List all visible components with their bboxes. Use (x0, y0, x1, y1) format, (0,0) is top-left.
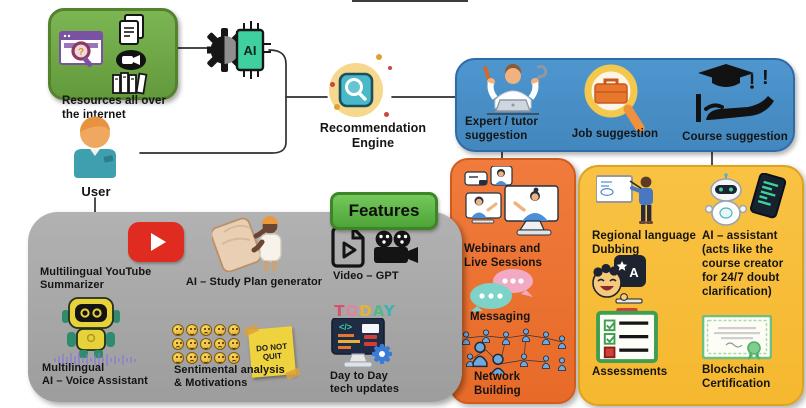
ai-assistant-label: AI – assistant (acts like the course cre… (702, 230, 784, 299)
tech-updates-label: Day to Day tech updates (330, 370, 400, 396)
emoji-face-icon (214, 352, 226, 364)
assessments-label: Assessments (592, 366, 668, 378)
emoji-face-icon (186, 352, 198, 364)
community-panel: Webinars and Live Sessions Messaging (450, 158, 576, 404)
voice-waveform (54, 352, 136, 368)
network-building-label: Network Building (474, 371, 521, 398)
chat-bubbles-icon (470, 269, 533, 312)
today-text: TODAY (334, 302, 396, 320)
expert-tutor-icon (483, 64, 548, 115)
svg-text:?: ? (78, 47, 84, 58)
emoji-face-icon (200, 338, 212, 350)
voice-robot-icon (62, 297, 120, 358)
ai-chip-label: AI (244, 43, 257, 58)
sparkle-dot (376, 54, 382, 60)
expert-tutor-label: Expert / tutor suggestion (465, 116, 538, 143)
emoji-face-icon (200, 352, 212, 364)
job-search-icon (584, 64, 645, 133)
emoji-face-icon (172, 352, 184, 364)
sparkle-dot (334, 104, 340, 110)
blockchain-label: Blockchain Certification (702, 364, 771, 391)
features-panel: Multilingual YouTube Summarizer AI – Stu… (28, 212, 462, 402)
recommendation-engine-icon (322, 58, 392, 124)
resources-box: ? (48, 8, 178, 100)
course-suggestion-label: Course suggestion (682, 131, 788, 143)
regional-dubbing-label: Regional language Dubbing (592, 230, 696, 257)
youtube-icon (128, 222, 184, 262)
emoji-face-icon (228, 324, 240, 336)
video-doc-icon (331, 226, 365, 268)
emoji-face-icon (172, 324, 184, 336)
user-icon (74, 116, 116, 178)
job-suggestion-label: Job suggestion (571, 128, 659, 140)
video-badge-icon (116, 50, 146, 70)
messaging-label: Messaging (470, 311, 531, 323)
emoji-face-icon (228, 352, 240, 364)
sparkle-dot (330, 82, 335, 87)
translation-cartoon-icon: A (592, 255, 646, 304)
letter-a-glyph: A (629, 265, 639, 280)
features-tab: Features (330, 192, 438, 230)
suggestion-bar: Expert / tutor suggestion Job suggestion… (455, 58, 795, 152)
emoji-face-icon (214, 324, 226, 336)
emoji-face-icon (214, 338, 226, 350)
sentiment-label: Sentimental analysis & Motivations (174, 364, 285, 390)
recommendation-engine-label: Recommendation Engine (319, 121, 427, 151)
books-icon (112, 72, 148, 95)
emoji-face-icon (200, 324, 212, 336)
emoji-face-icon (228, 338, 240, 350)
graduation-hand-icon: ! (696, 64, 774, 122)
ai-robot-tablet-icon (704, 173, 786, 226)
study-plan-label: AI – Study Plan generator (185, 276, 323, 288)
tech-monitor-icon: </> (331, 318, 392, 368)
certificate-icon (702, 315, 772, 360)
voice-assistant-label: Multilingual AI – Voice Assistant (42, 362, 148, 388)
webinars-label: Webinars and Live Sessions (464, 243, 543, 270)
documents-icon (119, 14, 144, 45)
browser-search-icon: ? (59, 31, 103, 68)
movie-camera-icon (374, 230, 418, 263)
emoji-face-icon (186, 324, 198, 336)
sparkle-dot (384, 112, 389, 117)
people-network-icon (461, 328, 566, 374)
exclamation-glyph: ! (762, 67, 769, 89)
emoji-grid (172, 324, 240, 364)
gear-icon (372, 344, 392, 364)
checklist-icon (596, 307, 658, 363)
emoji-face-icon (172, 338, 184, 350)
video-conference-icon (464, 166, 559, 236)
video-gpt-label: Video – GPT (333, 270, 399, 282)
teacher-whiteboard-icon (596, 175, 653, 224)
emoji-face-icon (186, 338, 198, 350)
study-plan-icon (212, 216, 282, 272)
sparkle-dot (388, 66, 392, 70)
learning-panel: Regional language Dubbing A (578, 165, 804, 406)
code-glyph: </> (339, 322, 352, 332)
youtube-summarizer-label: Multilingual YouTube Summarizer (40, 266, 152, 292)
ai-chip-icon: AI (207, 21, 271, 79)
user-label: User (81, 184, 111, 199)
